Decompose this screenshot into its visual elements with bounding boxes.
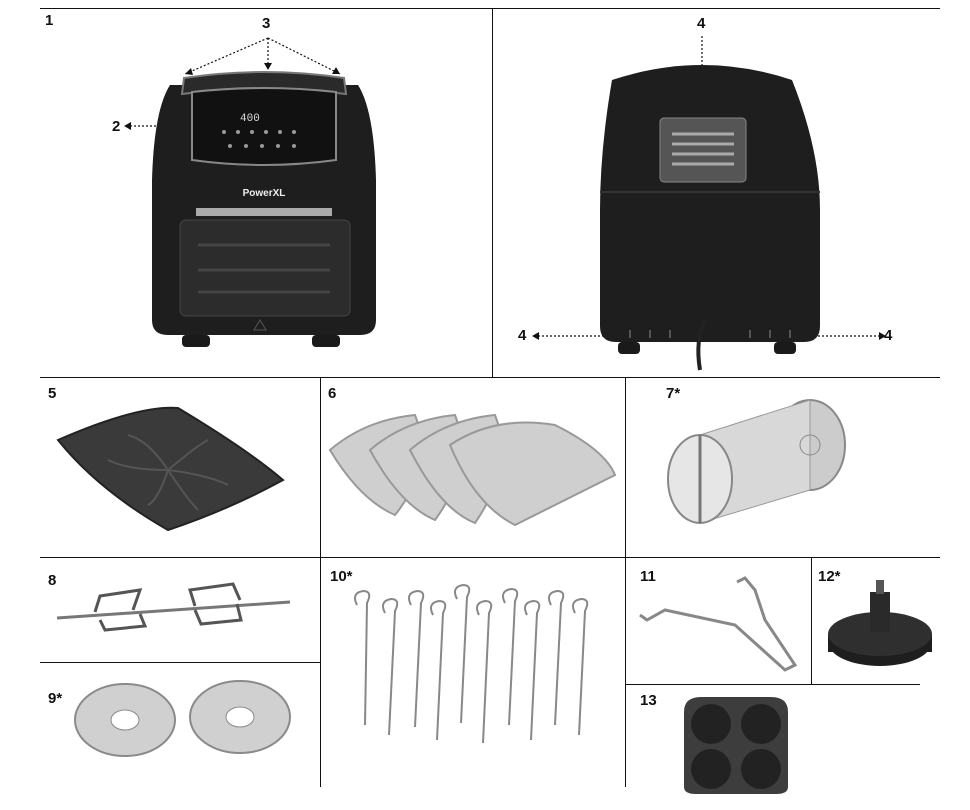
rotisserie-forks [74,680,291,757]
divider [40,8,940,9]
callout-left: 4 [518,327,527,344]
panel-number-13: 13 [640,692,657,709]
rotisserie-stand [828,580,932,666]
divider [811,557,812,685]
brand-logo: PowerXL [243,188,286,199]
panel-number-8: 8 [48,572,57,589]
callout-handle: 3 [262,15,271,32]
callout-right: 4 [884,327,893,344]
panel-number-6: 6 [328,385,337,402]
drip-tray [56,406,285,532]
panel-number-7: 7* [666,385,681,402]
panel-number-11: 11 [640,568,656,585]
divider [625,377,626,787]
air-fryer-back [532,36,886,371]
air-fryer-front: 400 PowerXL [124,37,376,347]
callout-control-panel: 2 [112,118,121,135]
display-readout: 400 [240,113,260,125]
panel-number-9: 9* [48,690,63,707]
rotisserie-fetch-tool [639,576,798,672]
rotisserie-spit [56,582,291,632]
callout-vent: 4 [697,15,706,32]
divider [625,684,920,685]
divider [320,377,321,787]
divider [40,557,940,558]
panel-number-1: 1 [45,12,54,29]
divider [40,662,320,663]
panel-number-12: 12* [818,568,841,585]
divider [40,377,940,378]
skewers [354,583,589,744]
egg-bite-mold [684,697,788,794]
mesh-racks [328,413,617,527]
divider [492,8,493,378]
panel-number-10: 10* [330,568,353,585]
panel-number-5: 5 [48,385,57,402]
rotisserie-basket [667,399,846,524]
